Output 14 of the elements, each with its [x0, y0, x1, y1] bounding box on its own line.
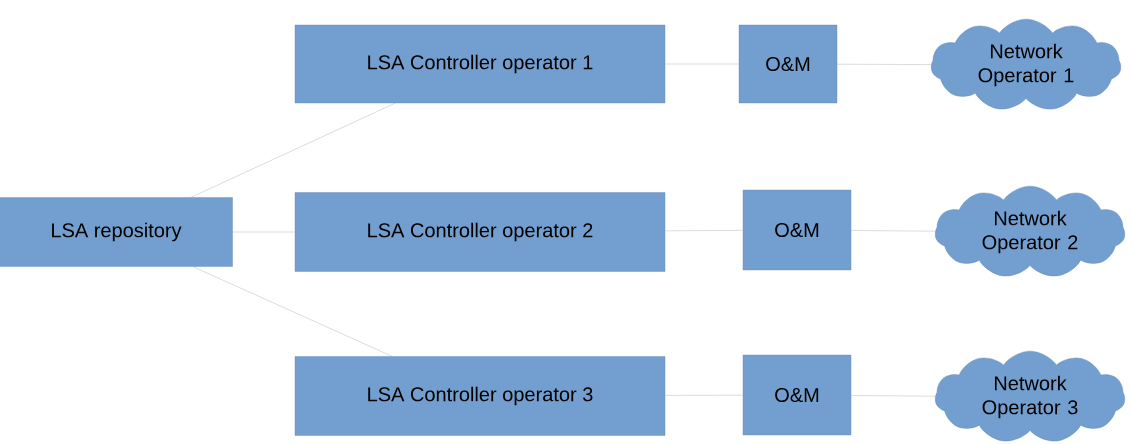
process-box: LSA Controller operator 1	[294, 24, 666, 104]
connector-line	[192, 266, 393, 357]
network-cloud: Network Operator 3	[935, 350, 1125, 442]
process-box: LSA Controller operator 3	[294, 356, 666, 436]
network-cloud: Network Operator 2	[935, 185, 1125, 277]
process-box: LSA repository	[0, 197, 233, 267]
connector-line	[837, 64, 932, 65]
process-box: O&M	[742, 354, 852, 436]
process-box: LSA Controller operator 2	[294, 192, 666, 272]
process-box: O&M	[738, 24, 838, 104]
connector-line	[665, 230, 743, 232]
process-box: O&M	[742, 189, 852, 271]
connector-line	[190, 103, 396, 198]
network-cloud: Network Operator 1	[931, 18, 1121, 110]
